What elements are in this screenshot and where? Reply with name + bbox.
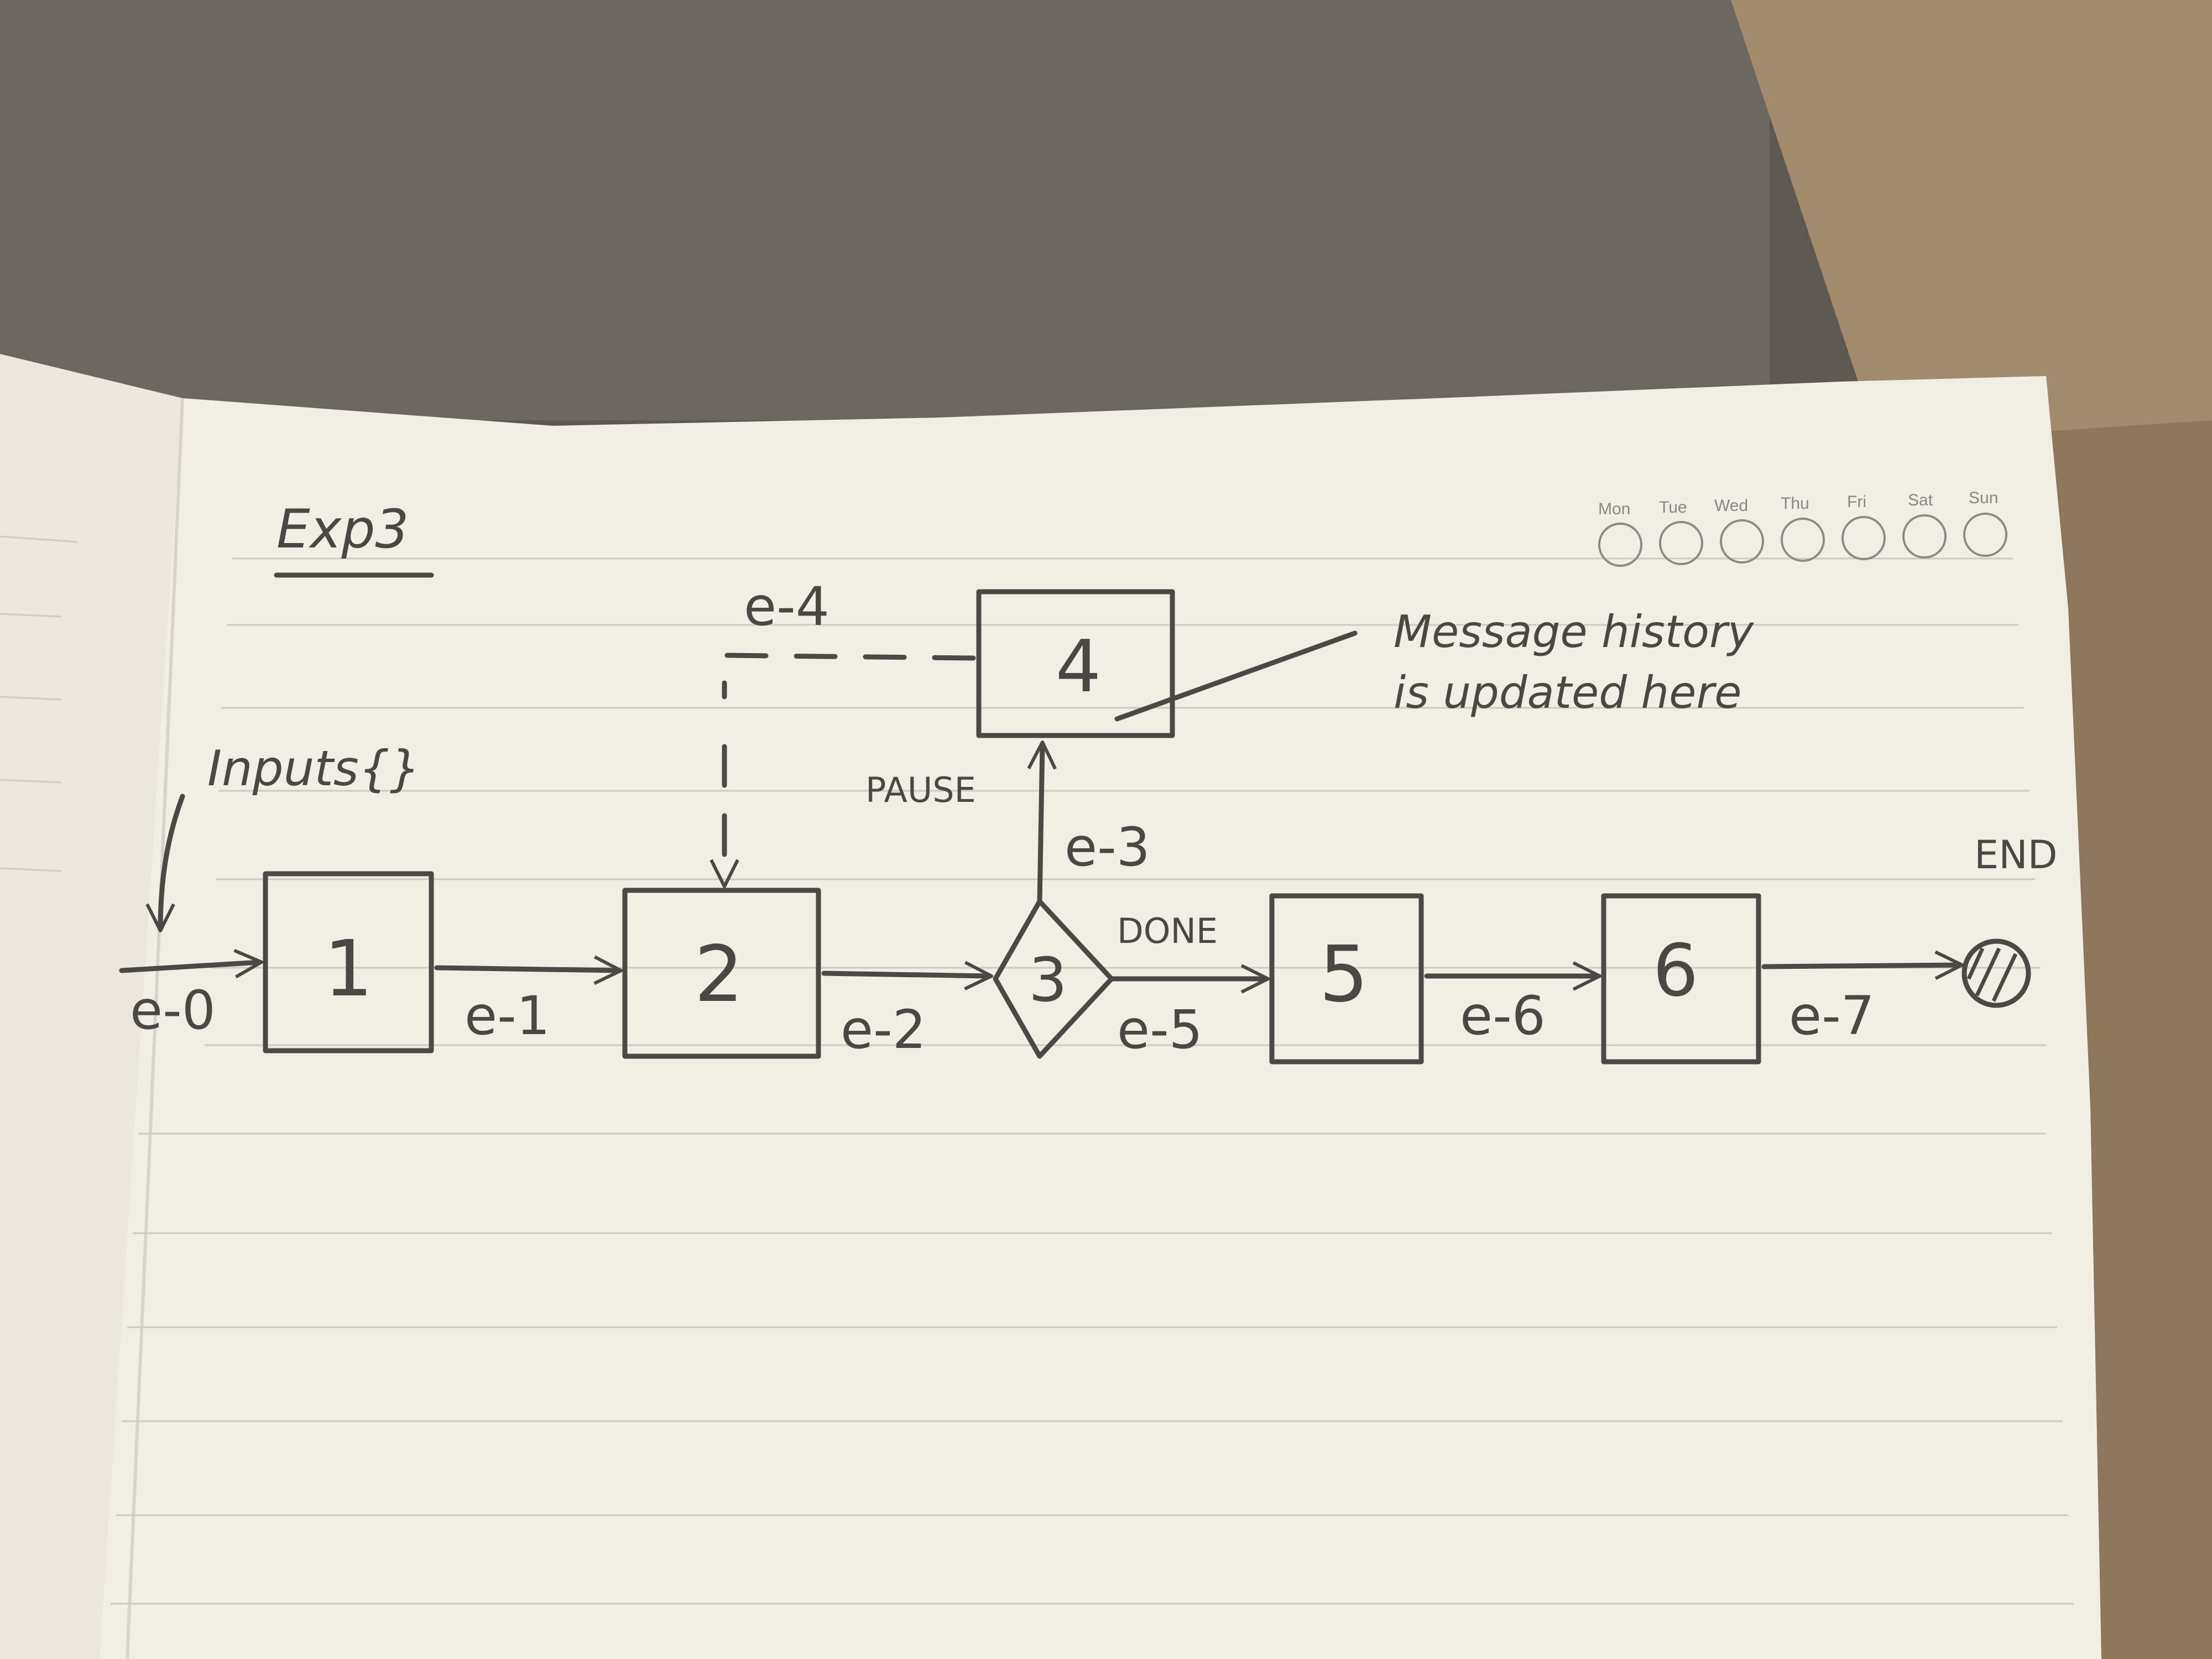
weekday-fri: Fri [1847, 493, 1866, 511]
svg-text:2: 2 [694, 930, 743, 1020]
note-leader [1114, 630, 1358, 722]
left-page-lines [0, 535, 78, 872]
note-line-2: is updated here [1394, 667, 1741, 718]
day-circle-tue[interactable] [1659, 521, 1703, 565]
weekday-thu: Thu [1781, 494, 1809, 513]
edge-label-e7: e-7 [1789, 985, 1875, 1047]
edge-e0 [119, 948, 263, 979]
page-fold [126, 398, 184, 1659]
concrete-texture [0, 0, 1770, 420]
edge-e2 [821, 961, 993, 990]
end-label: END [1974, 832, 2058, 878]
node-6: 6 [1601, 893, 1761, 1065]
edge-cond-pause: PAUSE [865, 770, 976, 810]
edge-cond-done: DONE [1117, 911, 1218, 951]
node-4: 4 [976, 589, 1175, 738]
node-3: 3 [993, 899, 1114, 1059]
inputs-label: Inputs{} [207, 740, 421, 797]
day-circle-sun[interactable] [1963, 513, 2007, 557]
edge-label-e3: e-3 [1065, 816, 1150, 878]
day-circle-fri[interactable] [1841, 516, 1886, 560]
edge-e3 [1027, 740, 1057, 904]
day-circle-mon[interactable] [1598, 523, 1642, 567]
svg-text:6: 6 [1653, 928, 1699, 1013]
edge-label-e2: e-2 [841, 999, 926, 1061]
ruled-lines [111, 557, 2074, 1605]
weekday-tracker: Mon Tue Wed Thu Fri Sat Sun [1598, 489, 2007, 567]
edge-label-e0: e-0 [130, 979, 216, 1041]
svg-text:1: 1 [324, 924, 373, 1014]
weekday-mon: Mon [1598, 500, 1630, 518]
edge-e4 [724, 653, 976, 885]
svg-text:4: 4 [1056, 624, 1102, 708]
weekday-wed: Wed [1714, 497, 1748, 515]
inputs-arrow [145, 794, 185, 932]
edge-e1 [434, 955, 623, 985]
notebook-page [100, 376, 2101, 1659]
edge-label-e1: e-1 [465, 985, 550, 1047]
end-node: END [1961, 832, 2058, 1008]
note-line-1: Message history [1394, 606, 1755, 658]
edge-label-e5: e-5 [1117, 999, 1203, 1061]
edge-e7 [1761, 950, 1964, 980]
day-circle-wed[interactable] [1720, 519, 1764, 564]
day-circle-sat[interactable] [1902, 514, 1947, 559]
weekday-sun: Sun [1969, 489, 1998, 507]
day-circle-thu[interactable] [1781, 518, 1825, 562]
edge-label-e4: e-4 [744, 576, 830, 638]
weekday-sat: Sat [1908, 491, 1933, 509]
svg-text:3: 3 [1029, 945, 1067, 1015]
page-title: Exp3 [276, 498, 409, 560]
node-5: 5 [1269, 893, 1424, 1065]
svg-text:5: 5 [1319, 930, 1368, 1020]
edge-label-e6: e-6 [1460, 985, 1546, 1047]
node-1: 1 [263, 871, 434, 1053]
weekday-tue: Tue [1659, 498, 1687, 517]
